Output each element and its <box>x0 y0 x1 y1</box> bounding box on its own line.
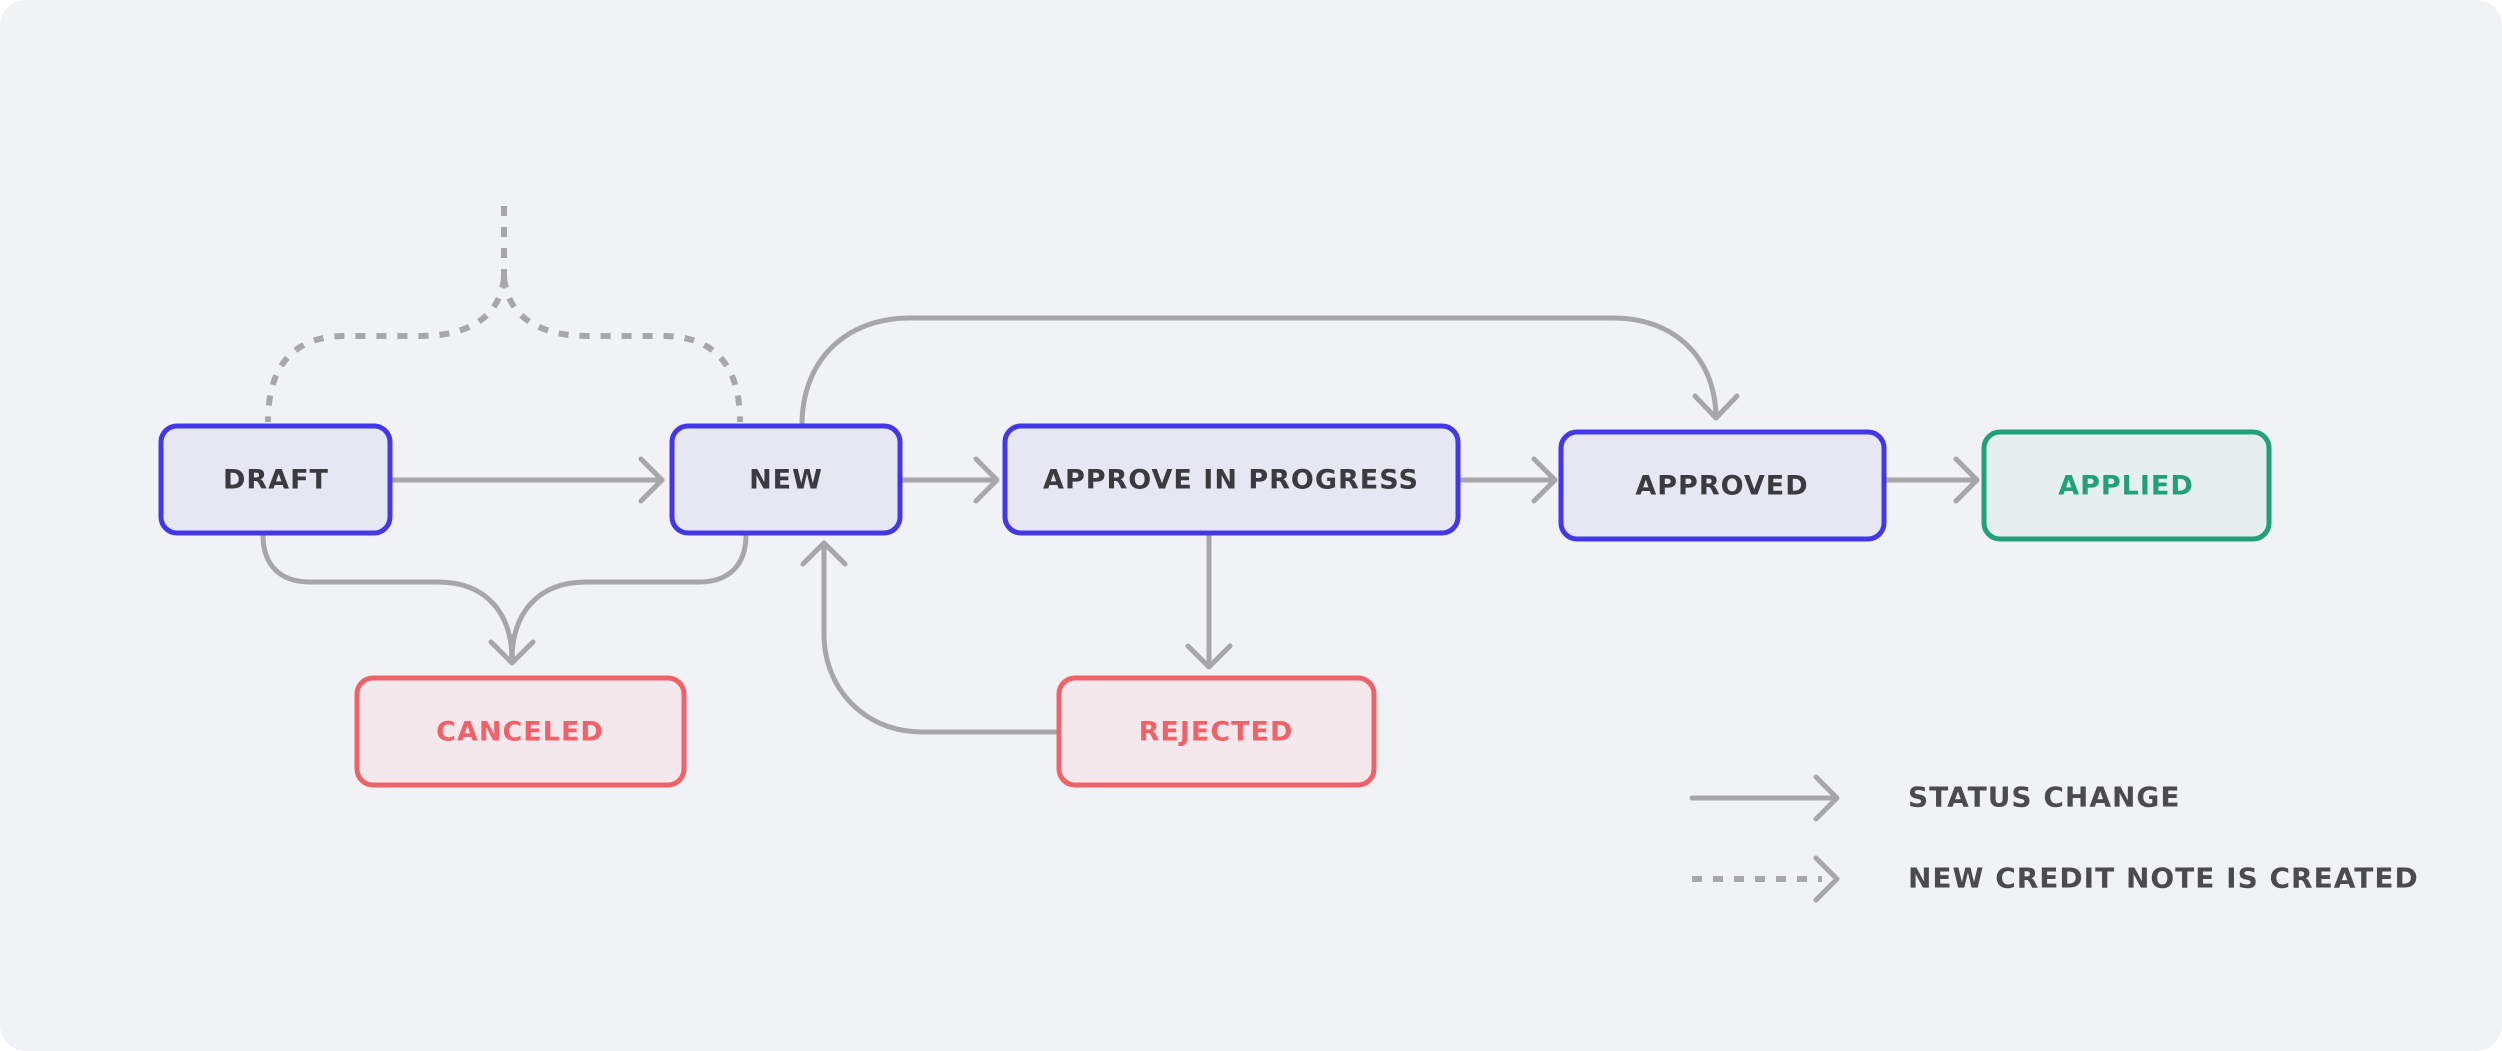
dashed-connector-right-branch <box>501 277 743 423</box>
node-rejected-label: REJECTED <box>1139 717 1294 748</box>
node-draft-label: DRAFT <box>223 465 329 496</box>
arrow-approve-in-progress-to-rejected-head <box>1185 643 1233 670</box>
arrow-approve-in-progress-to-approved-head <box>1531 456 1558 504</box>
legend-solid-arrow-head <box>1813 774 1840 822</box>
node-approved-label: APPROVED <box>1635 471 1808 502</box>
node-approve-in-progress-label: APPROVE IN PROGRESS <box>1043 465 1419 496</box>
node-applied[interactable]: APPLIED <box>1981 429 2272 542</box>
node-new-label: NEW <box>749 465 823 496</box>
legend-new-credit-note: NEW CREDIT NOTE IS CREATED <box>1692 855 2419 903</box>
node-new[interactable]: NEW <box>669 423 903 536</box>
node-applied-label: APPLIED <box>2058 471 2194 502</box>
arrow-new-to-approved-head <box>1692 393 1740 421</box>
arrow-draft-to-canceled <box>260 532 515 663</box>
node-approved[interactable]: APPROVED <box>1558 429 1887 542</box>
legend: STATUS CHANGE NEW CREDIT NOTE IS CREATED <box>1689 774 2419 903</box>
arrow-draft-to-new-head <box>638 456 665 504</box>
legend-dashed-arrow-head <box>1813 855 1840 903</box>
arrow-rejected-to-new <box>821 542 1061 735</box>
dashed-connector-left-branch <box>265 277 507 423</box>
arrow-new-to-canceled <box>509 532 749 663</box>
legend-status-change-label: STATUS CHANGE <box>1908 781 2181 814</box>
node-rejected[interactable]: REJECTED <box>1056 675 1377 788</box>
legend-status-change: STATUS CHANGE <box>1689 774 2181 822</box>
arrow-rejected-to-new-head <box>800 540 848 567</box>
new-credit-note-connector <box>265 206 743 423</box>
node-canceled-label: CANCELED <box>436 717 604 748</box>
node-draft[interactable]: DRAFT <box>158 423 393 536</box>
arrow-new-to-approve-in-progress-head <box>973 456 1000 504</box>
node-approve-in-progress[interactable]: APPROVE IN PROGRESS <box>1002 423 1461 536</box>
node-canceled[interactable]: CANCELED <box>354 675 687 788</box>
arrow-new-to-approved <box>799 315 1719 428</box>
arrow-approved-to-applied-head <box>1953 456 1980 504</box>
legend-new-credit-note-label: NEW CREDIT NOTE IS CREATED <box>1908 862 2419 895</box>
arrow-to-canceled-head <box>488 639 536 666</box>
